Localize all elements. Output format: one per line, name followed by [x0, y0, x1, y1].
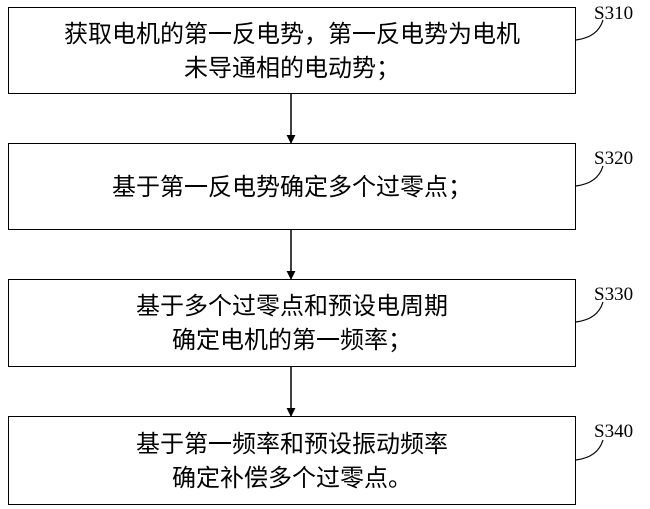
step-s310-line-1: 获取电机的第一反电势，第一反电势为电机	[64, 19, 520, 48]
step-label-s320: S320	[594, 148, 634, 169]
step-box-s340: 基于第一频率和预设振动频率 确定补偿多个过零点。	[8, 416, 576, 505]
step-label-s340: S340	[594, 421, 634, 442]
step-s330-line-1: 基于多个过零点和预设电周期	[136, 292, 448, 320]
step-s340-line-1: 基于第一频率和预设振动频率	[136, 429, 448, 458]
step-box-s310: 获取电机的第一反电势，第一反电势为电机 未导通相的电动势；	[8, 7, 576, 94]
step-s340-line-2: 确定补偿多个过零点。	[172, 463, 412, 492]
step-label-s330: S330	[594, 284, 634, 305]
leader-s340	[575, 439, 604, 461]
step-box-s320: 基于第一反电势确定多个过零点；	[8, 143, 576, 230]
step-box-s330: 基于多个过零点和预设电周期 确定电机的第一频率；	[8, 279, 576, 367]
step-label-s310: S310	[594, 3, 634, 24]
step-s320-line-1: 基于第一反电势确定多个过零点；	[112, 172, 472, 201]
step-s330-line-2: 确定电机的第一频率；	[172, 326, 412, 354]
step-s310-line-2: 未导通相的电动势；	[184, 53, 400, 82]
